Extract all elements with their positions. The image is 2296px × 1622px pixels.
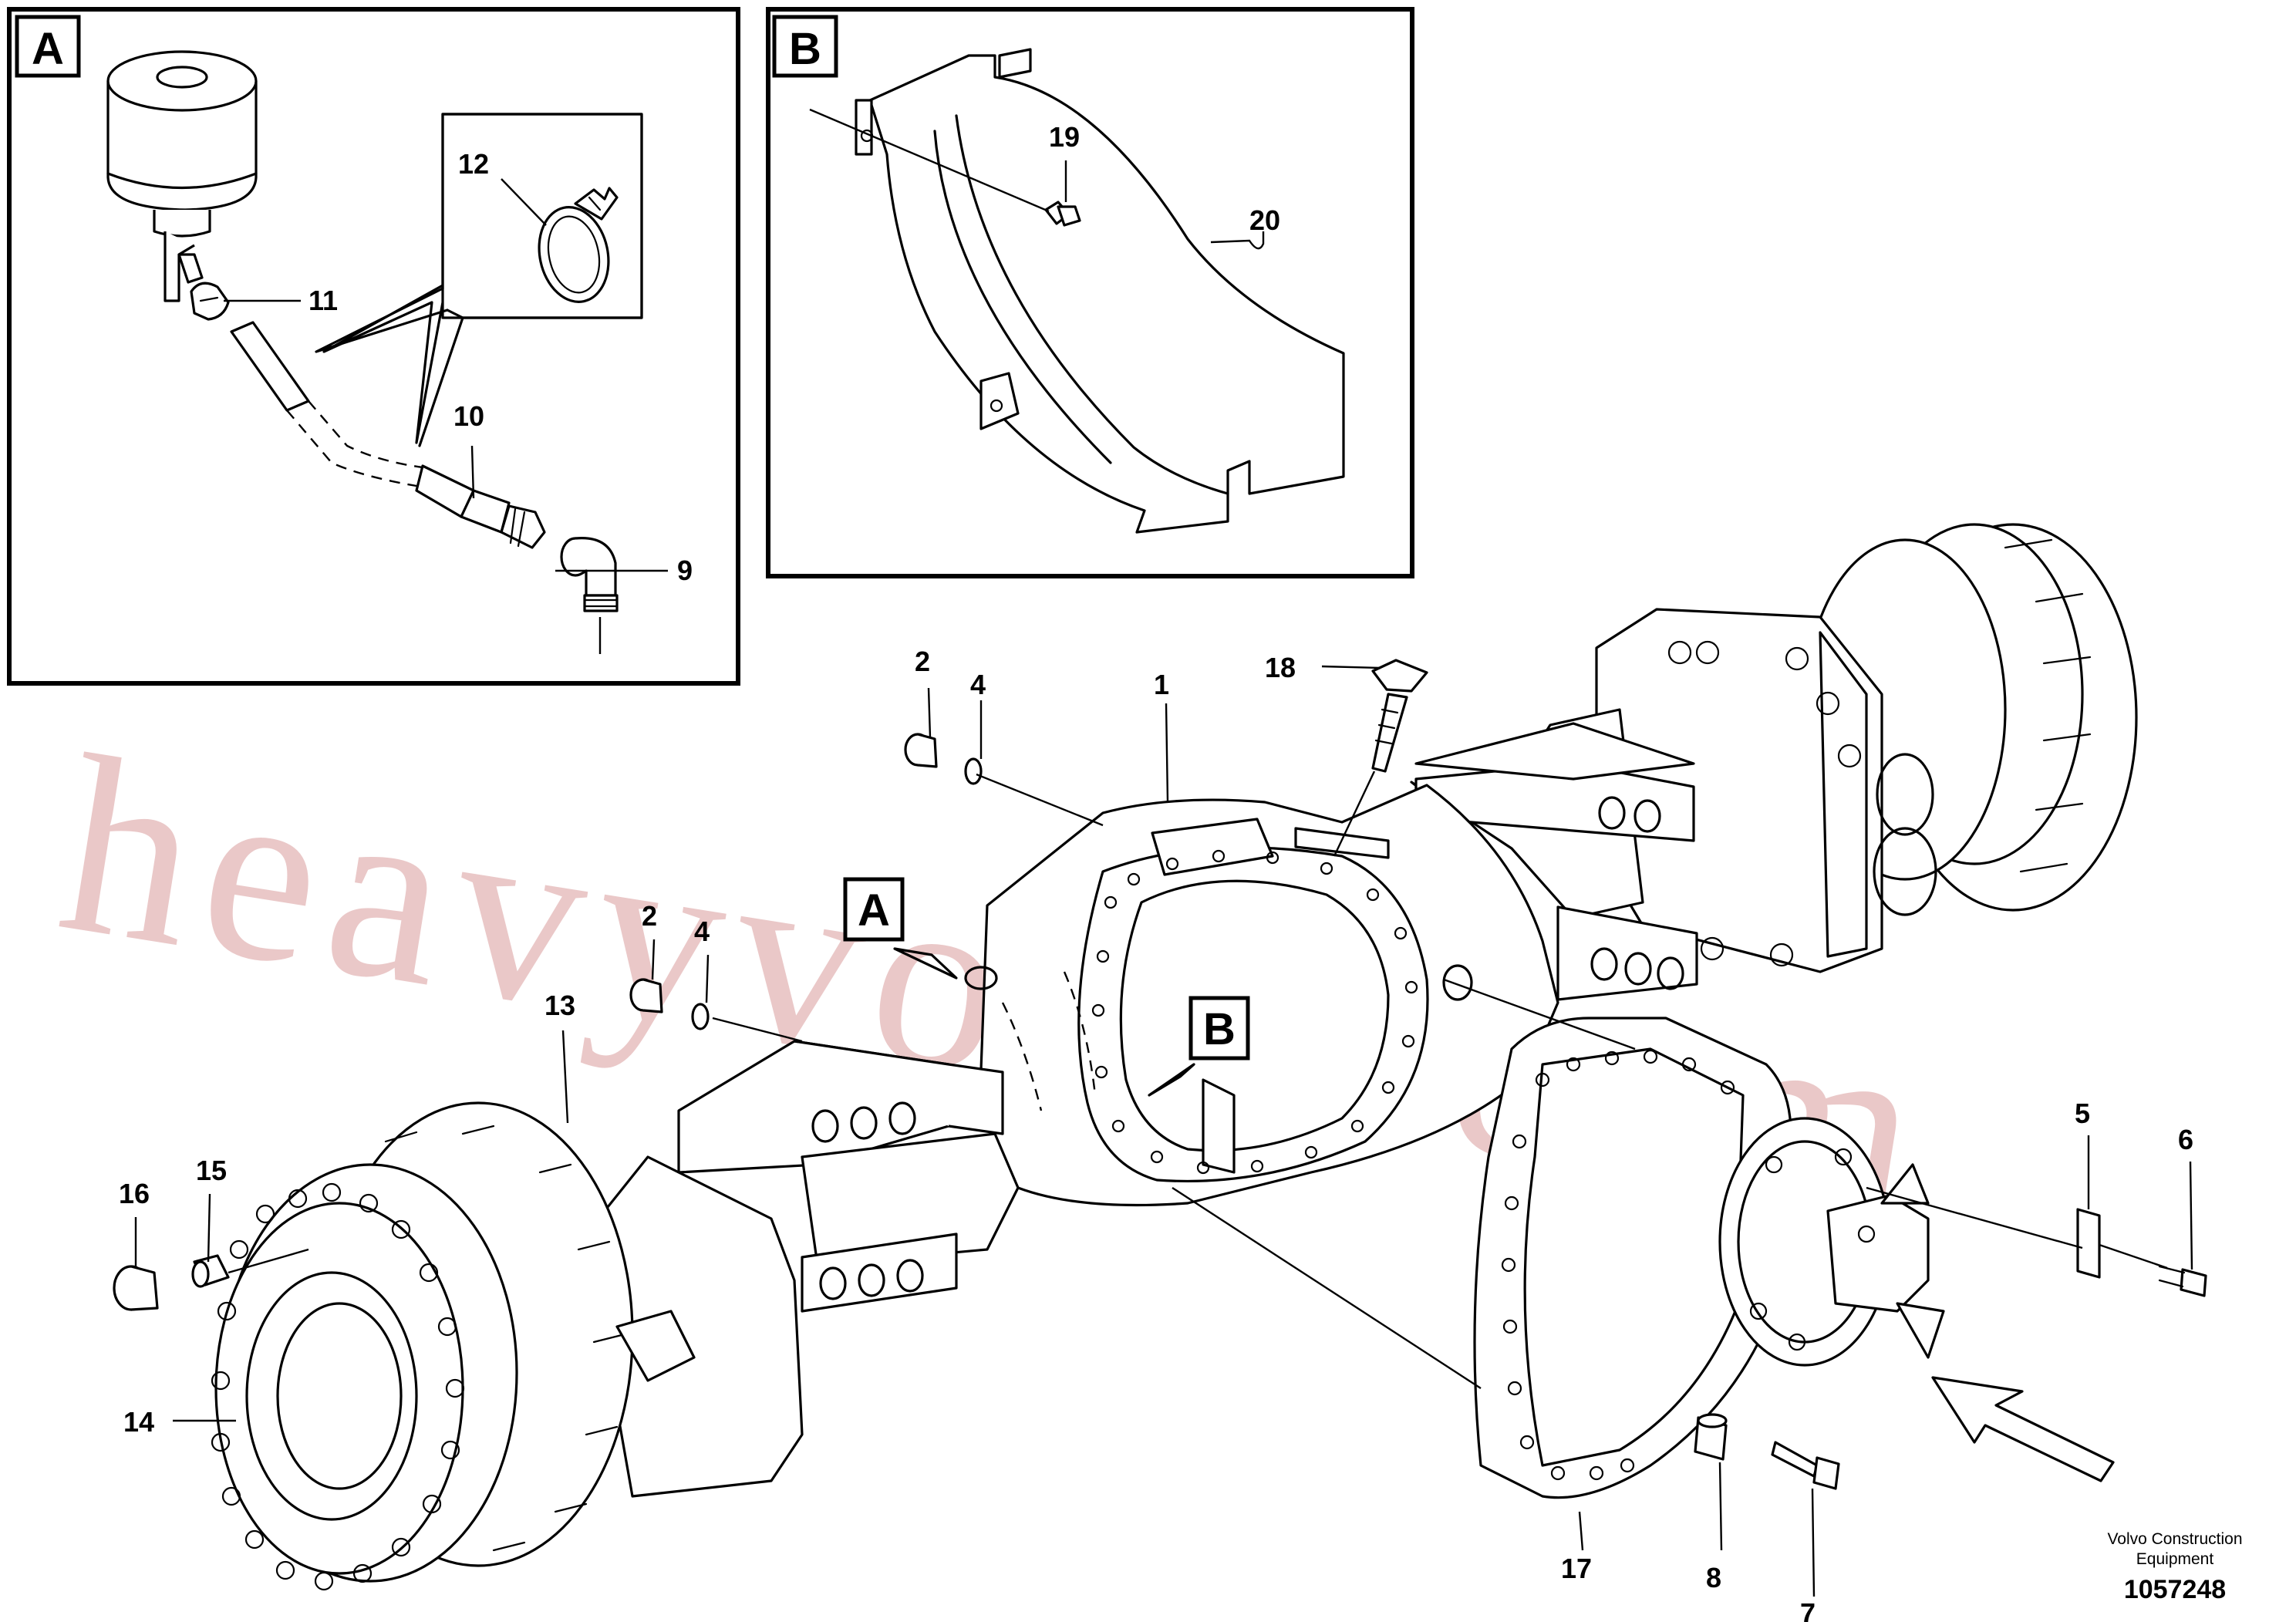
breather-hose <box>230 321 546 549</box>
view-marker-a: A <box>843 877 958 980</box>
washer-lower <box>691 1003 710 1030</box>
differential-carrier <box>1473 1017 1945 1499</box>
callout-20: 20 <box>1249 204 1280 236</box>
right-wheel-hub <box>1595 523 2138 973</box>
callout-11: 11 <box>308 285 338 316</box>
rear-axle-assembly: A B <box>113 523 2207 1622</box>
callout-19: 19 <box>1049 121 1080 153</box>
housing-bolt-holes <box>1091 849 1418 1175</box>
callout-9: 9 <box>677 555 693 586</box>
credit-line-2: Equipment <box>2136 1550 2214 1568</box>
credit-block: Volvo Construction Equipment 1057248 <box>2107 1530 2242 1604</box>
hose-clamp <box>190 282 230 321</box>
callout-4-upper: 4 <box>970 669 986 700</box>
nut-15 <box>191 1254 230 1288</box>
plug-upper <box>904 733 938 768</box>
callout-8: 8 <box>1706 1562 1721 1593</box>
callout-2-lower: 2 <box>642 900 657 932</box>
cable-tie-inset <box>315 113 643 447</box>
plug-16 <box>113 1265 159 1311</box>
view-marker-b: B <box>1148 996 1250 1097</box>
callout-15: 15 <box>196 1155 227 1186</box>
callout-2-upper: 2 <box>915 646 930 677</box>
callout-10: 10 <box>453 400 484 432</box>
sleeve-8 <box>1694 1413 1728 1461</box>
credit-line-1: Volvo Construction <box>2107 1530 2242 1548</box>
bolt-7 <box>1771 1441 1840 1490</box>
callout-18: 18 <box>1265 652 1296 683</box>
breather-canister <box>106 50 258 302</box>
callout-5: 5 <box>2075 1098 2090 1129</box>
callout-7: 7 <box>1800 1597 1816 1622</box>
detail-box-a-label: A <box>32 24 64 74</box>
detail-box-a: A <box>7 7 740 686</box>
carrier-bolt-holes <box>1501 1049 1876 1481</box>
shim-5 <box>2076 1208 2101 1279</box>
callout-14: 14 <box>123 1406 154 1438</box>
callout-4-lower: 4 <box>694 916 710 947</box>
leader-lines <box>134 665 2193 1597</box>
detail-box-b-label: B <box>789 24 821 74</box>
callout-12: 12 <box>458 148 489 180</box>
breather-vent <box>1333 659 1428 857</box>
left-wheel-hub <box>211 1101 804 1591</box>
view-marker-a-label: A <box>858 885 890 936</box>
left-hub-studs <box>211 1182 465 1591</box>
protective-plate <box>855 48 1345 534</box>
document-number: 1057248 <box>2124 1575 2226 1604</box>
plug-lower <box>629 978 663 1013</box>
callout-13: 13 <box>544 990 575 1021</box>
left-axle-arm <box>677 1040 1020 1313</box>
detail-box-b: B 19 20 <box>766 7 1414 578</box>
screw-6 <box>2158 1265 2207 1297</box>
view-marker-b-label: B <box>1203 1004 1236 1054</box>
callout-17: 17 <box>1561 1553 1592 1584</box>
washer-upper <box>964 757 983 785</box>
callout-6: 6 <box>2178 1124 2193 1155</box>
elbow-fitting <box>560 537 619 654</box>
callout-1: 1 <box>1154 669 1169 700</box>
callout-16: 16 <box>119 1178 150 1209</box>
direction-arrow <box>1931 1376 2115 1482</box>
bolt-19 <box>1044 201 1081 227</box>
